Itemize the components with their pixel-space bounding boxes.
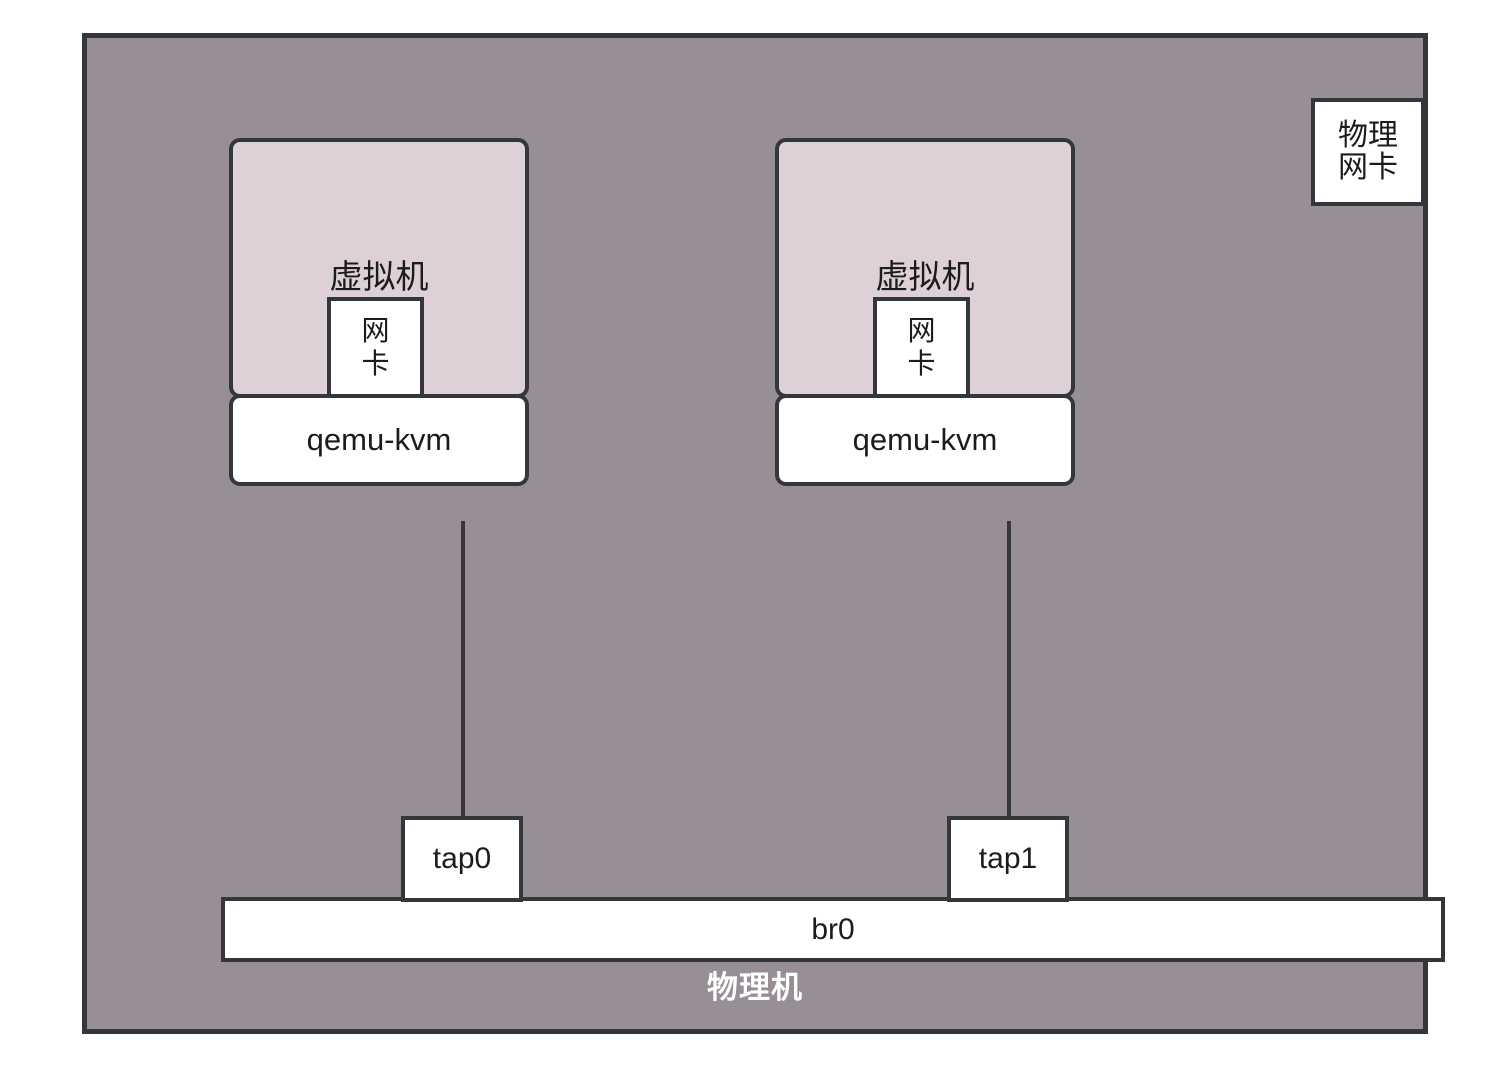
tap-device-box-1: tap1: [947, 816, 1069, 902]
qemu-kvm-box-0: qemu-kvm: [229, 394, 529, 486]
physical-nic-box: 物理 网卡: [1311, 98, 1425, 206]
physical-nic-label-line1: 物理: [1338, 118, 1398, 152]
virtual-machine-label-0: 虚拟机: [329, 258, 429, 295]
virtual-machine-group-0: 虚拟机 网 卡 qemu-kvm: [229, 138, 529, 486]
connector-line-qemu1-to-tap1: [1007, 521, 1011, 818]
guest-nic-label-line2-1: 卡: [907, 347, 936, 379]
virtual-machine-label-1: 虚拟机: [875, 258, 975, 295]
guest-nic-label-line2-0: 卡: [361, 347, 390, 379]
qemu-kvm-label-1: qemu-kvm: [852, 422, 998, 457]
connector-line-qemu0-to-tap0: [461, 521, 465, 818]
tap-device-label-0: tap0: [432, 842, 492, 875]
guest-nic-label-line1-0: 网: [361, 315, 390, 347]
tap-device-box-0: tap0: [401, 816, 523, 902]
qemu-kvm-box-1: qemu-kvm: [775, 394, 1075, 486]
guest-nic-label-line1-1: 网: [907, 315, 936, 347]
guest-nic-box-0: 网 卡: [327, 297, 424, 394]
qemu-kvm-label-0: qemu-kvm: [306, 422, 452, 457]
physical-machine-container: 物理 网卡 虚拟机 网 卡 qemu-kvm 虚拟机 网 卡: [82, 33, 1445, 1034]
physical-machine-label: 物理机: [707, 970, 803, 1005]
guest-nic-box-1: 网 卡: [873, 297, 970, 394]
virtual-machine-group-1: 虚拟机 网 卡 qemu-kvm: [775, 138, 1075, 486]
tap-device-label-1: tap1: [978, 842, 1038, 875]
physical-nic-label-line2: 网卡: [1338, 151, 1398, 184]
bridge-label: br0: [811, 912, 855, 946]
bridge-box: br0: [221, 897, 1445, 962]
